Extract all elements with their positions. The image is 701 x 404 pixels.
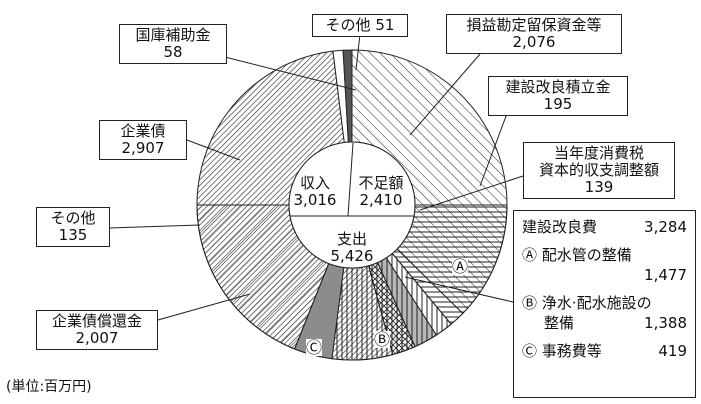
legend-box: 建設改良費 3,284 Ⓐ 配水管の整備 1,477 Ⓑ 浄水·配水施設の 整備… <box>513 210 696 398</box>
center-shortfall: 不足額 2,410 <box>358 174 404 209</box>
leader-line-4 <box>419 175 524 211</box>
label-government-subsidy: 国庫補助金 58 <box>119 24 227 64</box>
marker-b: Ⓑ <box>374 330 391 349</box>
center-expenditure: 支出 5,426 <box>330 230 374 265</box>
center-hole <box>288 141 416 269</box>
legend-title-row: 建設改良費 3,284 <box>522 218 687 236</box>
legend-item-b-line2: 整備 1,388 <box>544 314 687 332</box>
center-income: 収入 3,016 <box>293 174 337 209</box>
leader-line-7 <box>157 293 251 321</box>
leader-line-2 <box>409 53 481 136</box>
label-construction-reserve: 建設改良積立金 195 <box>488 76 628 116</box>
center-split <box>347 142 354 217</box>
legend-item-a: Ⓐ 配水管の整備 <box>522 246 632 264</box>
label-other-top: その他 51 <box>312 14 408 37</box>
unit-note: (単位:百万円) <box>6 379 92 395</box>
label-other-left: その他 135 <box>36 207 110 247</box>
label-bonds: 企業債 2,907 <box>99 120 187 160</box>
leader-line-5 <box>186 139 241 161</box>
label-retained-funds: 損益勘定留保資金等 2,076 <box>446 14 622 54</box>
legend-item-b: Ⓑ 浄水·配水施設の <box>522 294 652 312</box>
legend-item-a-value: 1,477 <box>644 266 687 284</box>
leader-line-8 <box>404 276 514 303</box>
label-consumption-tax-adjustment: 当年度消費税 資本的収支調整額 139 <box>523 142 675 199</box>
leader-line-6 <box>109 224 201 229</box>
leader-lines <box>109 33 524 321</box>
marker-a: Ⓐ <box>452 257 469 276</box>
leader-line-1 <box>355 33 361 71</box>
legend-item-c: Ⓒ 事務費等 419 <box>522 342 687 360</box>
leader-line-0 <box>204 51 357 91</box>
marker-c: Ⓒ <box>306 338 323 357</box>
label-bond-repayment: 企業債償還金 2,007 <box>36 310 158 350</box>
